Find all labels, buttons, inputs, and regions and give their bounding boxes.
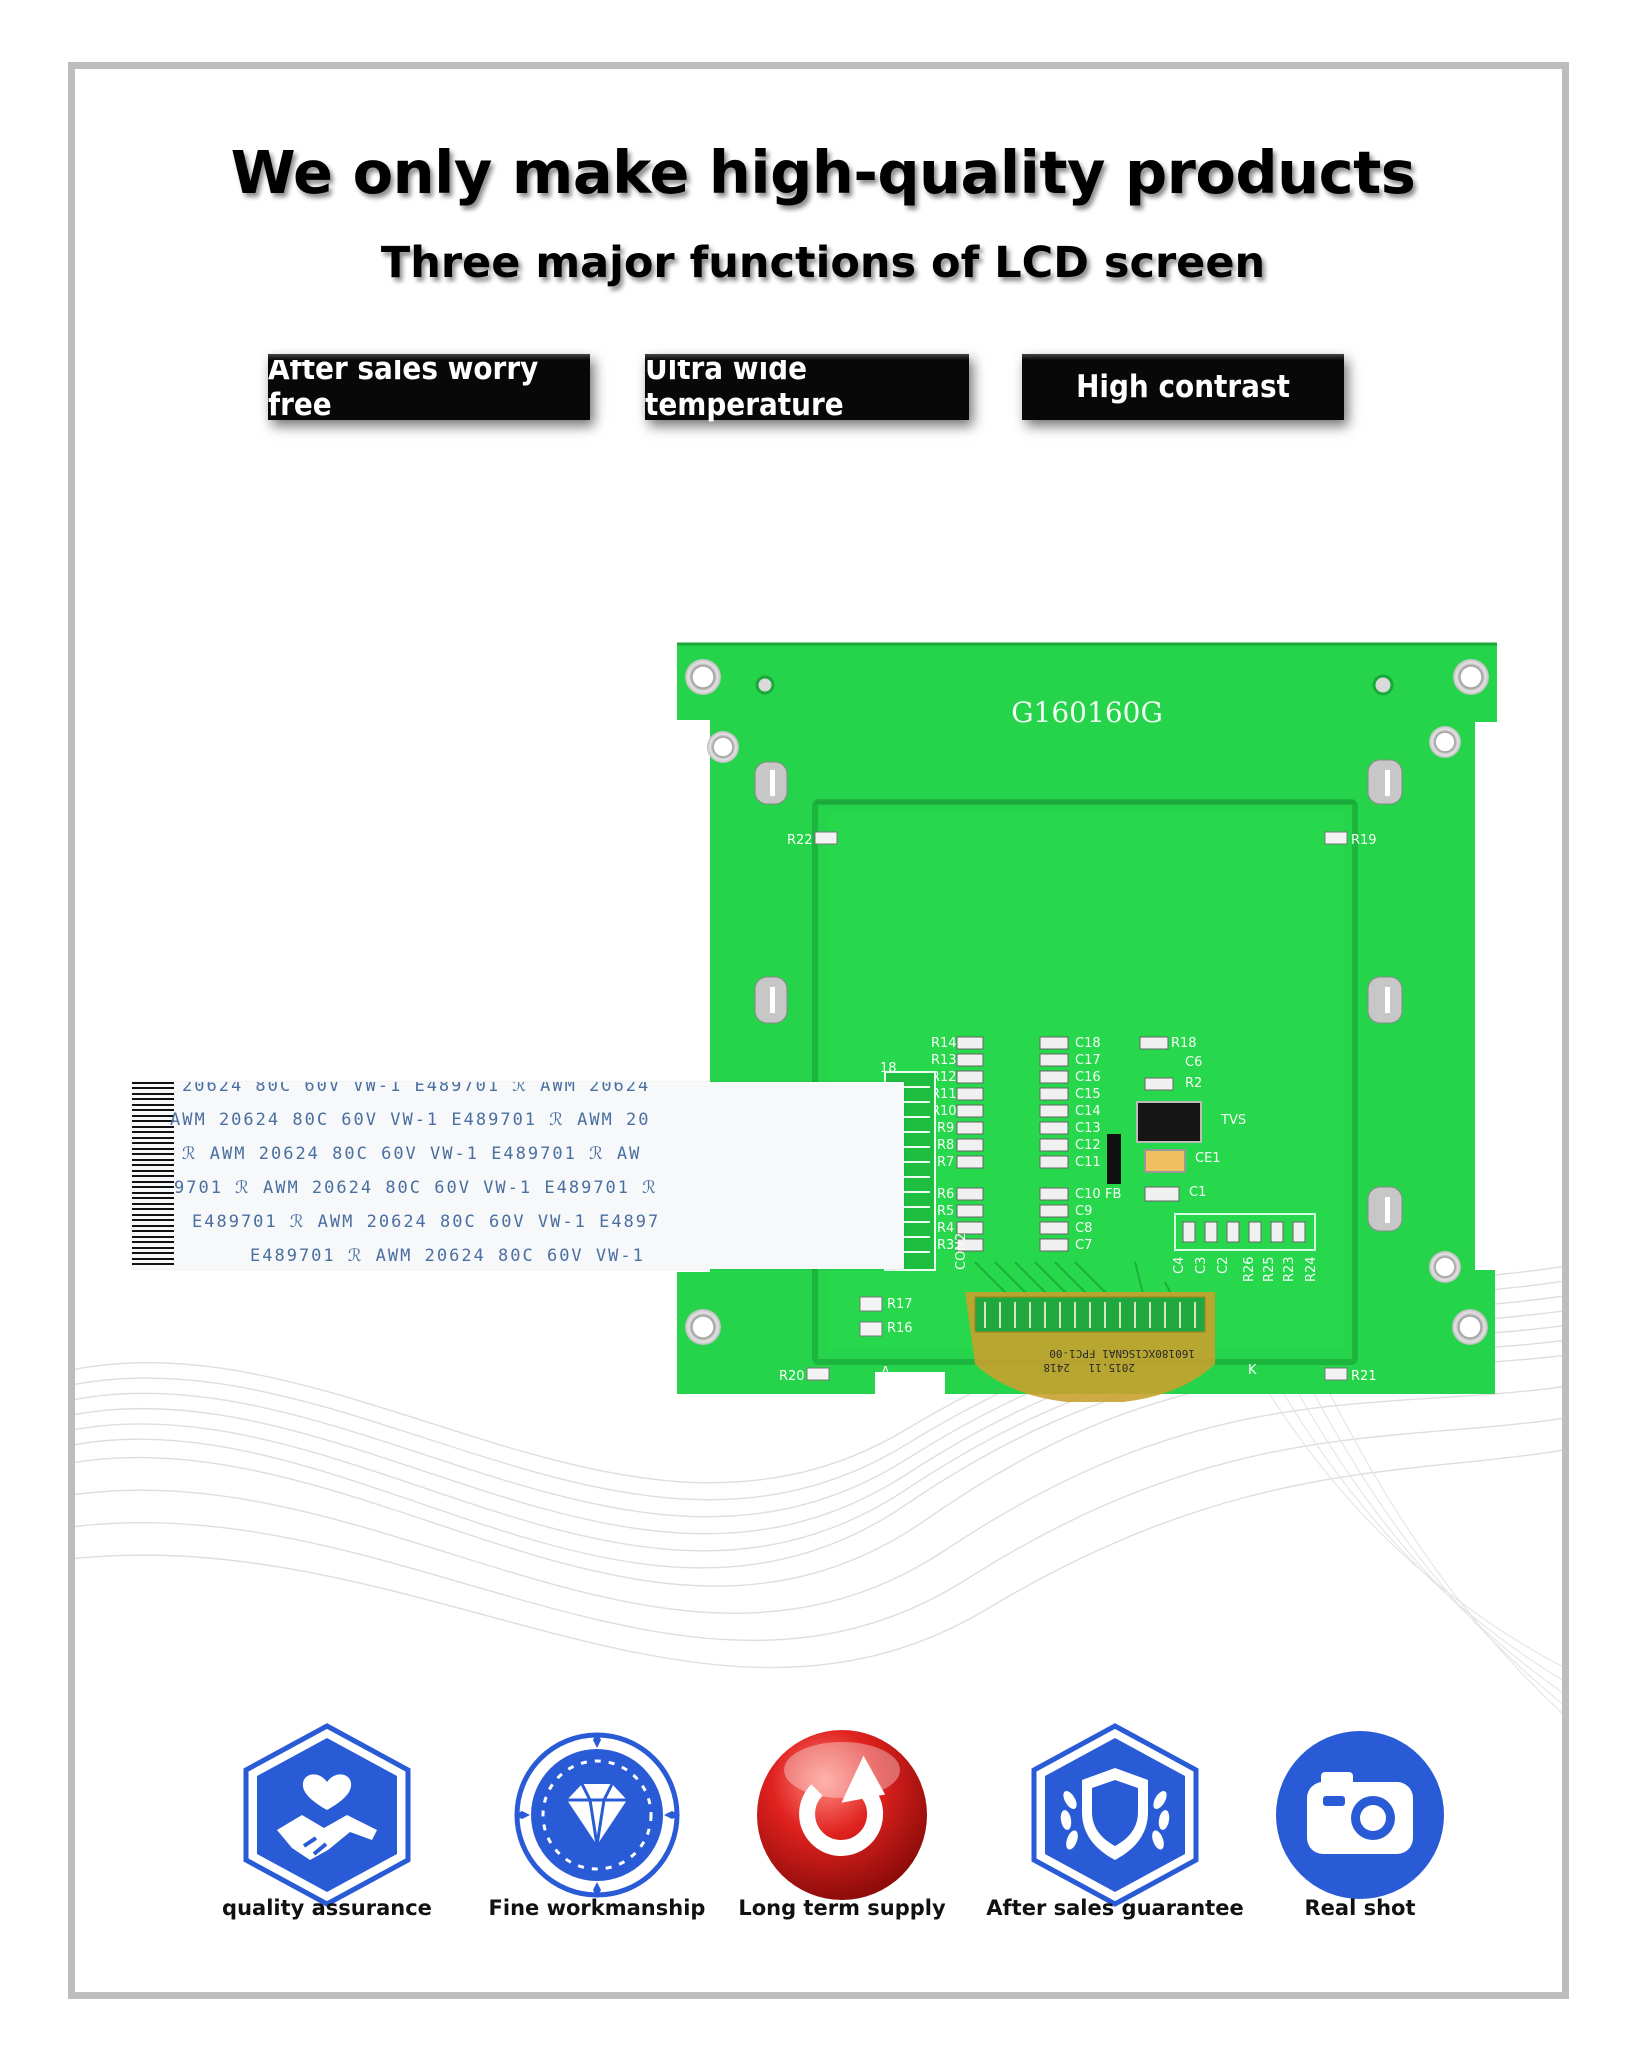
svg-text:C6: C6 — [1185, 1055, 1202, 1070]
svg-text:R9: R9 — [937, 1121, 954, 1136]
svg-text:R23: R23 — [1282, 1256, 1297, 1282]
shield-laurel-icon — [1031, 1723, 1199, 1907]
cable-print-row: 20624 80C 60V VW-1 E489701 ℛ AWM 20624 — [182, 1082, 651, 1096]
svg-text:C2: C2 — [1216, 1257, 1231, 1274]
svg-text:R17: R17 — [887, 1297, 913, 1312]
tag-high-contrast: High contrast — [1022, 354, 1344, 420]
svg-text:R25: R25 — [1262, 1256, 1277, 1282]
svg-text:R12: R12 — [931, 1070, 957, 1085]
svg-text:R14: R14 — [931, 1036, 957, 1051]
cable-barcode — [132, 1082, 174, 1269]
svg-text:R13: R13 — [931, 1053, 957, 1068]
svg-text:C16: C16 — [1075, 1070, 1101, 1085]
svg-text:C12: C12 — [1075, 1138, 1101, 1153]
refresh-arrow-icon — [757, 1730, 927, 1900]
svg-text:C1: C1 — [1189, 1185, 1206, 1200]
svg-text:R22: R22 — [787, 833, 813, 848]
svg-text:R10: R10 — [931, 1104, 957, 1119]
svg-text:C10: C10 — [1075, 1187, 1101, 1202]
svg-text:R8: R8 — [937, 1138, 954, 1153]
feature-label: After sales guarantee — [986, 1896, 1244, 1920]
svg-text:R19: R19 — [1351, 833, 1377, 848]
svg-text:K: K — [1248, 1363, 1257, 1378]
svg-text:R2: R2 — [1185, 1076, 1202, 1091]
svg-text:R4: R4 — [937, 1221, 954, 1236]
fpc-date-label: 2015.11 — [1089, 1361, 1135, 1374]
feature-label: Long term supply — [738, 1896, 946, 1920]
svg-text:R16: R16 — [887, 1321, 913, 1336]
svg-text:C3: C3 — [1194, 1257, 1209, 1274]
tag-label: High contrast — [1076, 369, 1290, 405]
svg-text:A: A — [881, 1365, 890, 1380]
svg-text:C9: C9 — [1075, 1204, 1092, 1219]
svg-text:C15: C15 — [1075, 1087, 1101, 1102]
svg-text:R24: R24 — [1304, 1256, 1319, 1282]
svg-text:C13: C13 — [1075, 1121, 1101, 1136]
tag-after-sales: After sales worry free — [268, 351, 590, 423]
svg-text:C7: C7 — [1075, 1238, 1092, 1253]
svg-text:C8: C8 — [1075, 1221, 1092, 1236]
tag-ultra-wide-temperature: Ultra wide temperature — [645, 351, 969, 423]
svg-text:C14: C14 — [1075, 1104, 1101, 1119]
svg-text:R3: R3 — [937, 1238, 954, 1253]
fpc-code-label: 160180XC1SGNA1 FPC1-00 — [1049, 1347, 1195, 1360]
svg-text:R21: R21 — [1351, 1369, 1377, 1384]
svg-text:C17: C17 — [1075, 1053, 1101, 1068]
svg-text:R26: R26 — [1242, 1256, 1257, 1282]
svg-text:C11: C11 — [1075, 1155, 1101, 1170]
svg-text:C4: C4 — [1172, 1257, 1187, 1274]
svg-text:R6: R6 — [937, 1187, 954, 1202]
cable-print-row: E489701 ℛ AWM 20624 80C 60V VW-1 E4897 — [192, 1212, 661, 1232]
feature-label: quality assurance — [222, 1896, 432, 1920]
svg-text:R7: R7 — [937, 1155, 954, 1170]
svg-text:R11: R11 — [931, 1087, 957, 1102]
cable-print-row: AWM 20624 80C 60V VW-1 E489701 ℛ AWM 20 — [170, 1110, 651, 1130]
cable-print-row: 9701 ℛ AWM 20624 80C 60V VW-1 E489701 ℛ — [174, 1178, 658, 1198]
diamond-icon — [514, 1732, 680, 1898]
svg-text:C18: C18 — [1075, 1036, 1101, 1051]
svg-text:R5: R5 — [937, 1204, 954, 1219]
svg-text:CON2: CON2 — [954, 1233, 969, 1270]
feature-label: Fine workmanship — [488, 1896, 706, 1920]
svg-text:FB: FB — [1105, 1187, 1121, 1202]
cable-print-row: ℛ AWM 20624 80C 60V VW-1 E489701 ℛ AW — [182, 1144, 642, 1164]
tag-label: After sales worry free — [268, 351, 539, 423]
svg-text:R20: R20 — [779, 1369, 805, 1384]
svg-text:CE1: CE1 — [1195, 1151, 1221, 1166]
tag-label: Ultra wide temperature — [645, 351, 844, 423]
pcb-model-label: G160160G — [1011, 696, 1163, 729]
svg-text:TVS: TVS — [1220, 1113, 1246, 1128]
handshake-heart-icon — [243, 1723, 411, 1907]
feature-label: Real shot — [1304, 1896, 1416, 1920]
svg-text:R18: R18 — [1171, 1036, 1197, 1051]
page-title: We only make high-quality products — [230, 138, 1416, 207]
cable-print-row: E489701 ℛ AWM 20624 80C 60V VW-1 — [250, 1246, 645, 1266]
page-subtitle: Three major functions of LCD screen — [380, 238, 1266, 288]
flex-cable: 20624 80C 60V VW-1 E489701 ℛ AWM 20624 A… — [132, 1082, 904, 1269]
fpc-batch-label: 2418 — [1044, 1361, 1071, 1374]
camera-icon — [1276, 1731, 1444, 1899]
